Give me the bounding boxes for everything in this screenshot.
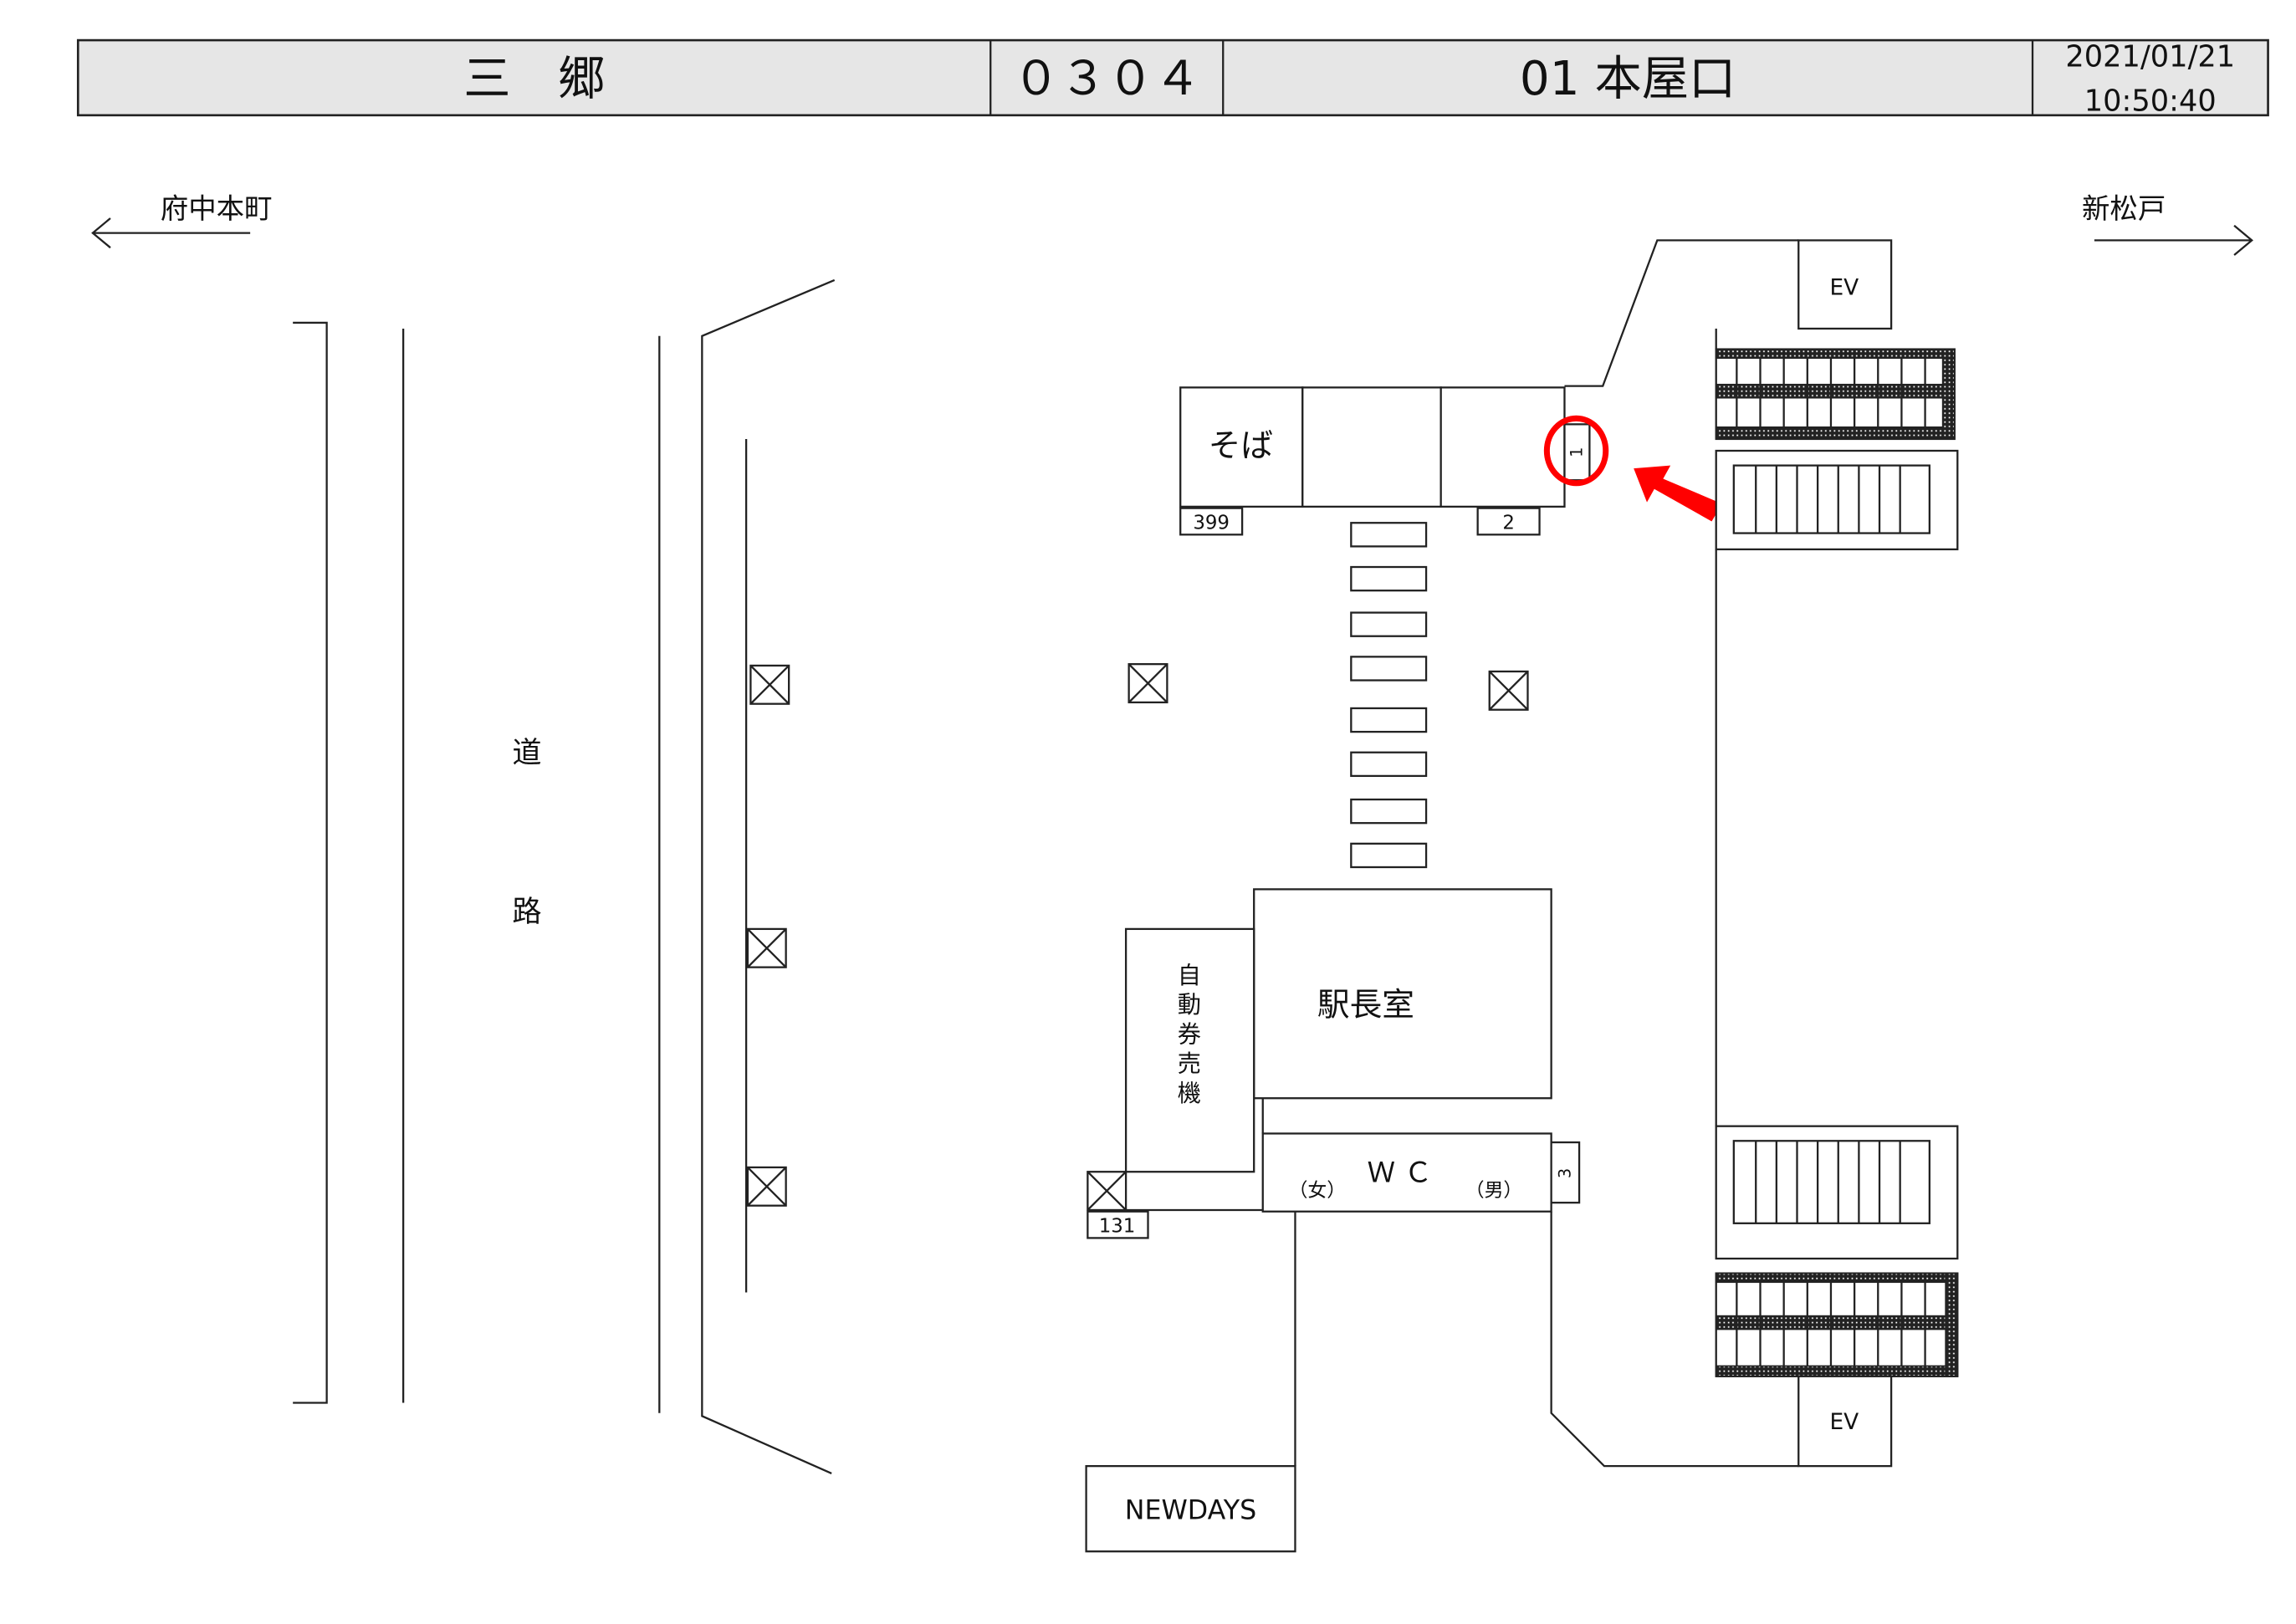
road-label-2: 路 bbox=[512, 895, 541, 929]
pillar-icon bbox=[1087, 1171, 1128, 1212]
escalator-top bbox=[1715, 348, 1956, 441]
label-131: 131 bbox=[1087, 1210, 1149, 1239]
station-master-room: 駅長室 bbox=[1253, 888, 1552, 1100]
ticket-machine-char: 売 bbox=[1178, 1050, 1201, 1078]
pillar-icon bbox=[1488, 670, 1529, 711]
exit-1-text: 1 bbox=[1567, 447, 1587, 457]
newdays-label: NEWDAYS bbox=[1125, 1495, 1256, 1525]
arrow-left-icon bbox=[91, 217, 251, 249]
pillar-icon bbox=[1128, 663, 1168, 704]
label-2-text: 2 bbox=[1502, 512, 1515, 534]
label-3: 3 bbox=[1550, 1141, 1581, 1204]
pillar-icon bbox=[749, 664, 790, 705]
ticket-machine-char: 券 bbox=[1178, 1020, 1201, 1048]
label-399: 399 bbox=[1179, 507, 1244, 536]
highlight-circle-icon bbox=[1543, 415, 1609, 487]
soba-label: そば bbox=[1209, 427, 1273, 465]
station-code: ０３０４ bbox=[1013, 52, 1201, 106]
ticket-machine: 自 動 券 売 機 bbox=[1124, 927, 1255, 1173]
wc-women-label: （女） bbox=[1289, 1180, 1347, 1202]
direction-right: 新松戸 bbox=[2082, 192, 2253, 256]
ticket-machine-char: 機 bbox=[1178, 1080, 1201, 1107]
exit-1-marker: 1 bbox=[1543, 415, 1609, 487]
label-399-text: 399 bbox=[1193, 512, 1230, 534]
stairs-bottom bbox=[1715, 1125, 1959, 1260]
ticket-machine-char: 動 bbox=[1178, 991, 1201, 1019]
elevator-bottom: EV bbox=[1797, 1375, 1893, 1468]
time: 10:50:40 bbox=[2084, 84, 2217, 119]
ticket-gates bbox=[1350, 522, 1428, 869]
label-2: 2 bbox=[1476, 507, 1541, 536]
ev-top-label: EV bbox=[1829, 275, 1859, 300]
label-3-text: 3 bbox=[1556, 1168, 1575, 1178]
road: 道 路 bbox=[293, 278, 836, 1474]
date: 2021/01/21 bbox=[2065, 40, 2235, 74]
station-master-label: 駅長室 bbox=[1317, 987, 1414, 1024]
station-name: 三 郷 bbox=[463, 52, 605, 106]
label-131-text: 131 bbox=[1099, 1215, 1136, 1237]
header-bar: 三 郷 ０３０４ 01 本屋口 2021/01/21 10:50:40 bbox=[76, 38, 2269, 119]
wc-label: Ｗ Ｃ bbox=[1368, 1157, 1432, 1189]
wc-room: Ｗ Ｃ （女） （男） bbox=[1261, 1132, 1552, 1213]
highlight-arrow-icon bbox=[1634, 465, 1722, 522]
direction-left: 府中本町 bbox=[91, 192, 273, 249]
direction-right-label: 新松戸 bbox=[2082, 192, 2166, 225]
ev-bottom-label: EV bbox=[1829, 1410, 1859, 1435]
shop-2 bbox=[1301, 386, 1442, 508]
ticket-machine-char: 自 bbox=[1178, 962, 1201, 989]
wc-men-label: （男） bbox=[1465, 1180, 1523, 1202]
exit-name: 01 本屋口 bbox=[1520, 52, 1736, 106]
elevator-top: EV bbox=[1797, 239, 1893, 330]
newdays-shop: NEWDAYS bbox=[1085, 1465, 1296, 1553]
stairs-top bbox=[1715, 449, 1959, 551]
pillar-icon bbox=[746, 927, 787, 968]
arrow-right-icon bbox=[2094, 224, 2253, 256]
soba-shop: そば bbox=[1179, 386, 1304, 508]
road-label-1: 道 bbox=[512, 736, 541, 770]
escalator-bottom bbox=[1715, 1272, 1959, 1377]
direction-left-label: 府中本町 bbox=[161, 192, 273, 225]
pillar-icon bbox=[746, 1166, 787, 1207]
